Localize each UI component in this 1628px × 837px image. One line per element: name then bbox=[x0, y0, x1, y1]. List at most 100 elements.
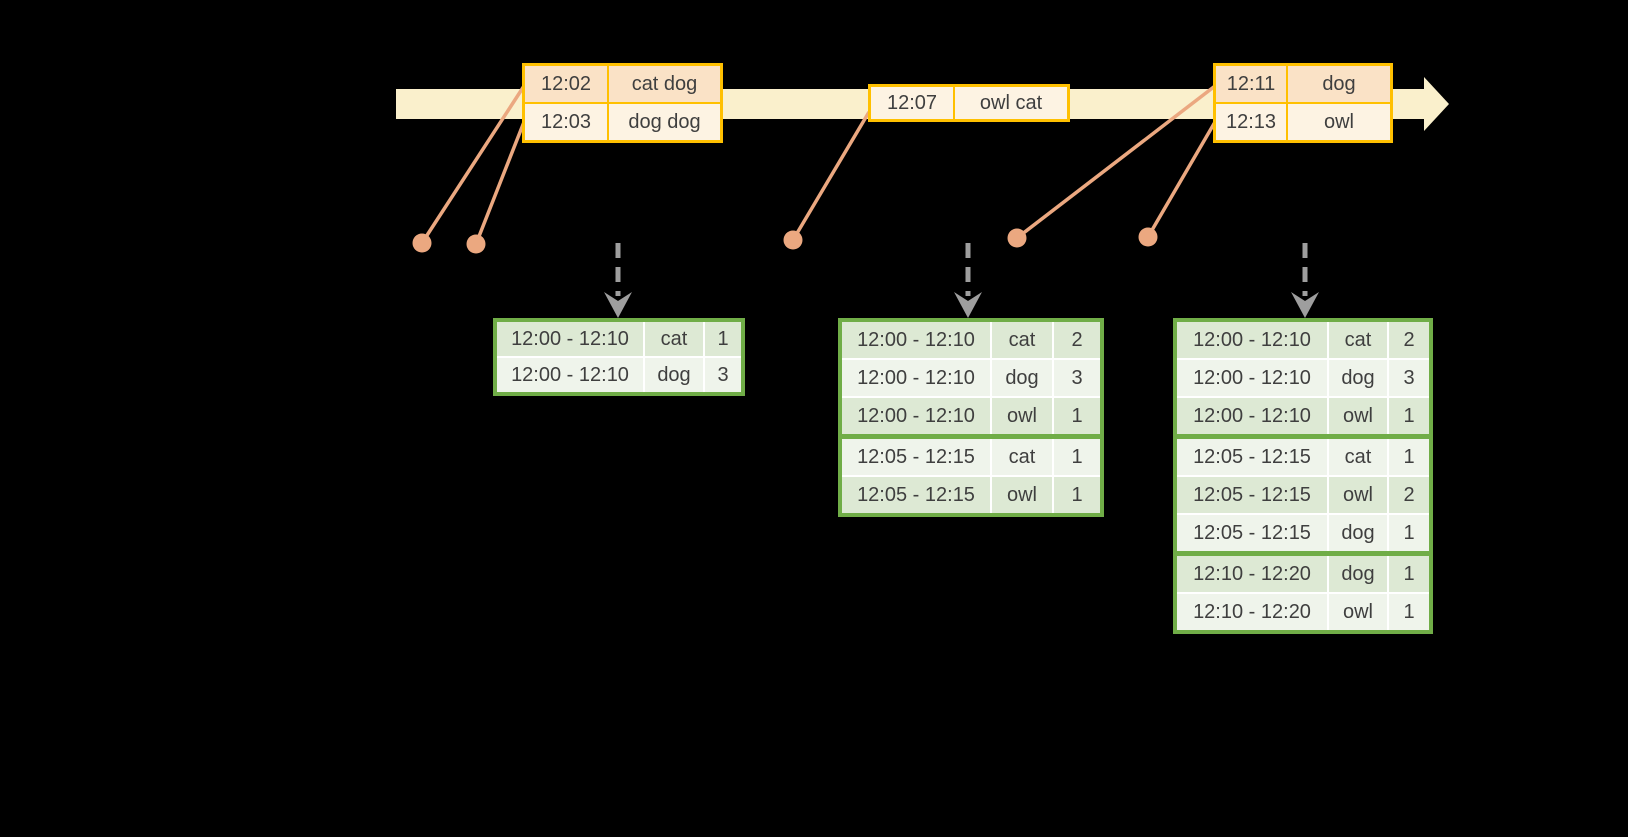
word-cell: dog bbox=[992, 360, 1052, 396]
trigger-arrowheads bbox=[604, 292, 1319, 318]
window-group: 12:05 - 12:15 cat 1 12:05 - 12:15 owl 1 bbox=[842, 439, 1100, 513]
event-table: 12:11 dog 12:13 owl bbox=[1213, 63, 1393, 143]
window-group: 12:00 - 12:10 cat 2 12:00 - 12:10 dog 3 … bbox=[842, 322, 1100, 434]
event-time-cell: 12:07 bbox=[871, 87, 953, 119]
result-row: 12:10 - 12:20 dog 1 bbox=[1177, 556, 1429, 592]
window-cell: 12:00 - 12:10 bbox=[1177, 398, 1327, 434]
count-cell: 1 bbox=[1389, 594, 1429, 630]
event-line bbox=[791, 111, 871, 241]
count-cell: 3 bbox=[1054, 360, 1100, 396]
event-row: 12:11 dog bbox=[1216, 66, 1390, 102]
result-row: 12:05 - 12:15 cat 1 bbox=[842, 439, 1100, 475]
word-cell: owl bbox=[992, 398, 1052, 434]
event-row: 12:07 owl cat bbox=[871, 87, 1067, 119]
count-cell: 1 bbox=[1389, 439, 1429, 475]
window-cell: 12:05 - 12:15 bbox=[1177, 477, 1327, 513]
count-cell: 1 bbox=[1389, 515, 1429, 551]
window-cell: 12:10 - 12:20 bbox=[1177, 594, 1327, 630]
window-cell: 12:10 - 12:20 bbox=[1177, 556, 1327, 592]
event-line bbox=[1146, 121, 1217, 238]
window-cell: 12:00 - 12:10 bbox=[497, 322, 643, 356]
window-cell: 12:00 - 12:10 bbox=[842, 322, 990, 358]
word-cell: owl bbox=[1329, 594, 1387, 630]
window-cell: 12:00 - 12:10 bbox=[497, 358, 643, 392]
result-row: 12:00 - 12:10 cat 1 bbox=[497, 322, 741, 356]
trigger-arrows bbox=[615, 243, 1308, 296]
event-row: 12:02 cat dog bbox=[525, 66, 720, 102]
count-cell: 1 bbox=[1389, 398, 1429, 434]
window-cell: 12:00 - 12:10 bbox=[842, 360, 990, 396]
result-row: 12:10 - 12:20 owl 1 bbox=[1177, 594, 1429, 630]
event-row: 12:13 owl bbox=[1216, 104, 1390, 140]
window-group: 12:00 - 12:10 cat 2 12:00 - 12:10 dog 3 … bbox=[1177, 322, 1429, 434]
count-cell: 3 bbox=[1389, 360, 1429, 396]
count-cell: 2 bbox=[1054, 322, 1100, 358]
event-dot-icon bbox=[783, 230, 803, 250]
word-cell: owl bbox=[1329, 398, 1387, 434]
count-cell: 3 bbox=[705, 358, 741, 392]
count-cell: 1 bbox=[1054, 398, 1100, 434]
result-table: 12:00 - 12:10 cat 2 12:00 - 12:10 dog 3 … bbox=[838, 318, 1104, 517]
result-row: 12:00 - 12:10 dog 3 bbox=[1177, 360, 1429, 396]
word-cell: cat bbox=[1329, 439, 1387, 475]
event-dot-icon bbox=[466, 234, 486, 254]
event-line bbox=[474, 121, 526, 245]
event-words-cell: owl bbox=[1288, 104, 1390, 140]
result-row: 12:05 - 12:15 owl 2 bbox=[1177, 477, 1429, 513]
word-cell: dog bbox=[645, 358, 703, 392]
word-cell: owl bbox=[992, 477, 1052, 513]
word-cell: cat bbox=[992, 322, 1052, 358]
event-dot-icon bbox=[1007, 228, 1027, 248]
event-line bbox=[1015, 84, 1217, 240]
event-dot-icon bbox=[1138, 227, 1158, 247]
event-words-cell: dog bbox=[1288, 66, 1390, 102]
window-cell: 12:05 - 12:15 bbox=[1177, 439, 1327, 475]
word-cell: cat bbox=[1329, 322, 1387, 358]
event-time-cell: 12:13 bbox=[1216, 104, 1286, 140]
down-arrowhead-icon bbox=[1291, 292, 1319, 318]
window-group: 12:05 - 12:15 cat 1 12:05 - 12:15 owl 2 … bbox=[1177, 439, 1429, 551]
event-words-cell: dog dog bbox=[609, 104, 720, 140]
window-cell: 12:05 - 12:15 bbox=[842, 477, 990, 513]
result-row: 12:00 - 12:10 cat 2 bbox=[1177, 322, 1429, 358]
down-arrowhead-icon bbox=[954, 292, 982, 318]
count-cell: 2 bbox=[1389, 322, 1429, 358]
timeline-arrowhead-icon bbox=[1424, 77, 1449, 131]
word-cell: dog bbox=[1329, 360, 1387, 396]
event-lines bbox=[420, 84, 1217, 245]
word-cell: dog bbox=[1329, 556, 1387, 592]
result-row: 12:05 - 12:15 cat 1 bbox=[1177, 439, 1429, 475]
word-cell: dog bbox=[1329, 515, 1387, 551]
result-row: 12:05 - 12:15 owl 1 bbox=[842, 477, 1100, 513]
event-words-cell: owl cat bbox=[955, 87, 1067, 119]
event-line bbox=[420, 85, 526, 244]
result-row: 12:05 - 12:15 dog 1 bbox=[1177, 515, 1429, 551]
count-cell: 1 bbox=[1389, 556, 1429, 592]
event-dot-icon bbox=[412, 233, 432, 253]
window-cell: 12:05 - 12:15 bbox=[1177, 515, 1327, 551]
down-arrowhead-icon bbox=[604, 292, 632, 318]
result-row: 12:00 - 12:10 owl 1 bbox=[1177, 398, 1429, 434]
window-cell: 12:00 - 12:10 bbox=[1177, 322, 1327, 358]
count-cell: 1 bbox=[1054, 439, 1100, 475]
event-row: 12:03 dog dog bbox=[525, 104, 720, 140]
count-cell: 1 bbox=[705, 322, 741, 356]
result-row: 12:00 - 12:10 cat 2 bbox=[842, 322, 1100, 358]
event-time-cell: 12:03 bbox=[525, 104, 607, 140]
window-cell: 12:05 - 12:15 bbox=[842, 439, 990, 475]
word-cell: owl bbox=[1329, 477, 1387, 513]
result-table: 12:00 - 12:10 cat 1 12:00 - 12:10 dog 3 bbox=[493, 318, 745, 396]
result-row: 12:00 - 12:10 dog 3 bbox=[497, 358, 741, 392]
event-markers bbox=[412, 227, 1158, 254]
event-words-cell: cat dog bbox=[609, 66, 720, 102]
result-row: 12:00 - 12:10 dog 3 bbox=[842, 360, 1100, 396]
result-table: 12:00 - 12:10 cat 2 12:00 - 12:10 dog 3 … bbox=[1173, 318, 1433, 634]
window-group: 12:00 - 12:10 cat 1 12:00 - 12:10 dog 3 bbox=[497, 322, 741, 392]
count-cell: 2 bbox=[1389, 477, 1429, 513]
event-time-cell: 12:02 bbox=[525, 66, 607, 102]
event-table: 12:02 cat dog 12:03 dog dog bbox=[522, 63, 723, 143]
result-row: 12:00 - 12:10 owl 1 bbox=[842, 398, 1100, 434]
event-table: 12:07 owl cat bbox=[868, 84, 1070, 122]
event-time-cell: 12:11 bbox=[1216, 66, 1286, 102]
